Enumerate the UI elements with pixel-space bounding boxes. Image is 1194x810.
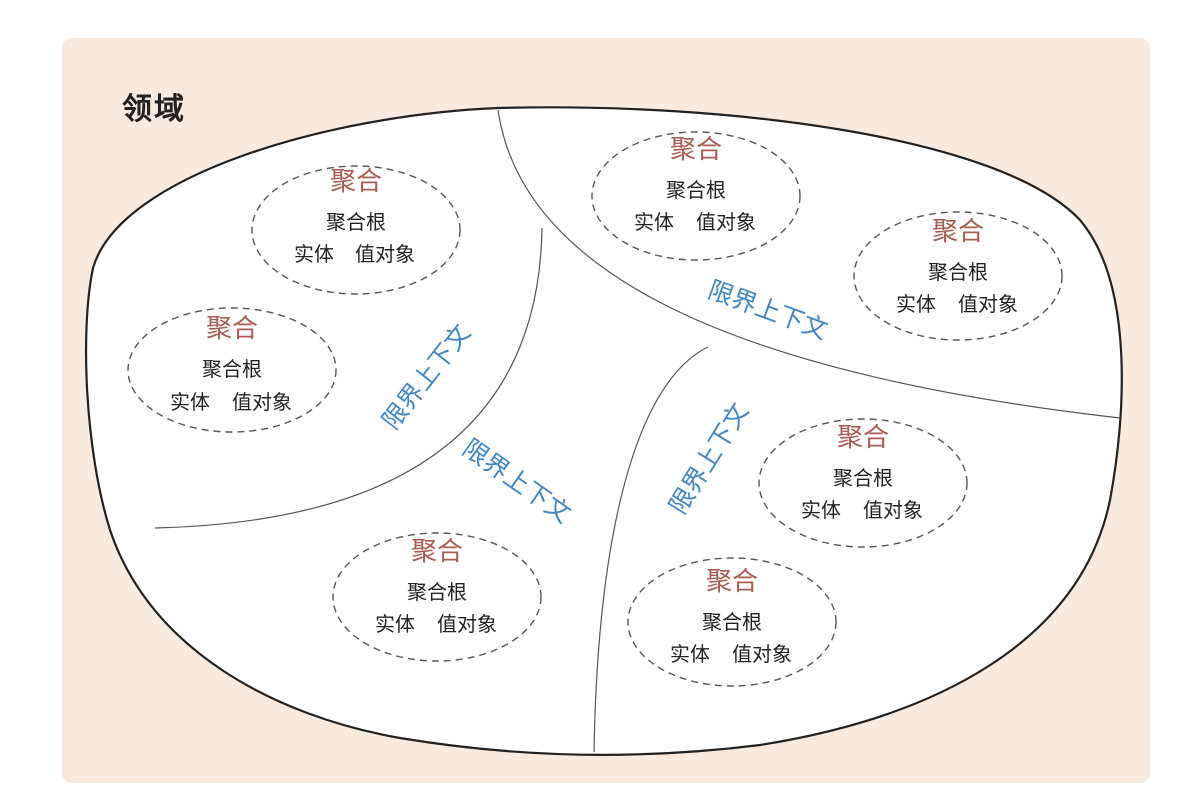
aggregate-title: 聚合 [206, 314, 258, 344]
entity-label: 实体 [294, 242, 334, 266]
aggregate-5: 聚合 聚合根 实体 值对象 [758, 418, 968, 548]
value-object-label: 值对象 [437, 612, 497, 636]
value-object-label: 值对象 [355, 242, 415, 266]
aggregate-3: 聚合 聚合根 实体 值对象 [591, 131, 801, 261]
value-object-label: 值对象 [863, 498, 923, 522]
aggregate-6: 聚合 聚合根 实体 值对象 [332, 532, 542, 662]
value-object-label: 值对象 [958, 292, 1018, 316]
entity-label: 实体 [170, 390, 210, 414]
domain-boundary [84, 106, 1123, 756]
aggregate-boundary [127, 307, 337, 433]
entity-label: 实体 [634, 210, 674, 234]
aggregate-boundary [758, 418, 968, 548]
aggregate-7: 聚合 聚合根 实体 值对象 [627, 557, 837, 687]
aggregate-root-label: 聚合根 [326, 210, 386, 234]
domain-title: 领域 [122, 92, 186, 127]
entity-label: 实体 [896, 292, 936, 316]
aggregate-4: 聚合 聚合根 实体 值对象 [853, 211, 1063, 341]
entity-label: 实体 [375, 612, 415, 636]
aggregate-boundary [627, 557, 837, 687]
aggregate-root-label: 聚合根 [666, 178, 726, 202]
aggregate-root-label: 聚合根 [407, 580, 467, 604]
value-object-label: 值对象 [696, 210, 756, 234]
aggregate-boundary [332, 532, 542, 662]
value-object-label: 值对象 [732, 642, 792, 666]
entity-label: 实体 [801, 498, 841, 522]
aggregate-1: 聚合 聚合根 实体 值对象 [251, 165, 461, 295]
aggregate-boundary [251, 165, 461, 295]
context-divider-left [154, 227, 543, 529]
aggregate-title: 聚合 [706, 567, 758, 597]
context-divider-top-right [497, 109, 1121, 419]
aggregate-root-label: 聚合根 [702, 610, 762, 634]
aggregate-title: 聚合 [837, 423, 889, 453]
aggregate-title: 聚合 [670, 135, 722, 165]
aggregate-2: 聚合 聚合根 实体 值对象 [127, 307, 337, 433]
aggregate-boundary [591, 131, 801, 261]
entity-label: 实体 [670, 642, 710, 666]
aggregate-boundary [853, 211, 1063, 341]
value-object-label: 值对象 [232, 390, 292, 414]
aggregate-title: 聚合 [411, 537, 463, 567]
aggregate-root-label: 聚合根 [202, 357, 262, 381]
aggregate-title: 聚合 [330, 167, 382, 197]
aggregate-title: 聚合 [932, 217, 984, 247]
aggregate-root-label: 聚合根 [833, 466, 893, 490]
context-divider-middle [593, 346, 709, 753]
aggregate-root-label: 聚合根 [928, 260, 988, 284]
